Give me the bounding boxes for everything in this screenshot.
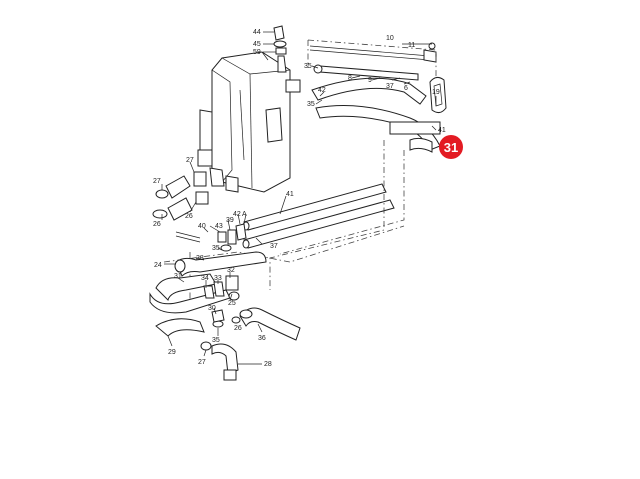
label-24: 24 xyxy=(154,262,162,269)
badge-circle xyxy=(439,135,463,159)
upper-frame xyxy=(307,39,437,80)
label-37-b: 37 xyxy=(270,243,278,250)
label-19: 19 xyxy=(432,89,440,96)
label-11: 11 xyxy=(408,42,415,49)
label-10: 10 xyxy=(386,35,394,42)
label-6: 6 xyxy=(404,85,408,92)
label-32: 32 xyxy=(227,267,235,274)
label-42-b: 42 xyxy=(233,211,241,218)
label-30: 30 xyxy=(208,305,216,312)
label-34: 34 xyxy=(201,275,209,282)
label-36: 36 xyxy=(258,335,266,342)
label-38: 38 xyxy=(196,255,204,262)
long-pipes xyxy=(242,183,395,249)
highlight-badge[interactable]: 31 xyxy=(439,135,463,159)
bottom-hose xyxy=(200,341,239,381)
label-9: 9 xyxy=(368,77,372,84)
label-37: 37 xyxy=(386,83,394,90)
label-29: 29 xyxy=(168,349,176,356)
leader-lines xyxy=(161,31,437,365)
lower-hose-assembly xyxy=(149,273,240,314)
label-35: 35 xyxy=(304,63,312,70)
label-41-b: 41 xyxy=(286,191,294,198)
label-41: 41 xyxy=(438,127,446,134)
connection-frames xyxy=(163,140,405,300)
hose-29 xyxy=(155,309,225,337)
filler-cap xyxy=(273,25,287,73)
label-26: 26 xyxy=(153,221,161,228)
label-26-c: 26 xyxy=(234,325,242,332)
upper-pipe xyxy=(311,64,441,153)
label-25: 25 xyxy=(228,300,236,307)
label-39: 39 xyxy=(226,217,234,224)
badge-label: 31 xyxy=(444,140,458,155)
label-45: 45 xyxy=(253,41,261,48)
dipstick-rod xyxy=(309,42,437,63)
label-42: 42 xyxy=(318,87,326,94)
label-59: 59 xyxy=(253,49,261,56)
label-35-b: 35 xyxy=(307,101,315,108)
label-35-c: 35 xyxy=(212,245,220,252)
label-27-b: 27 xyxy=(186,157,194,164)
part-labels: 44 45 59 10 11 35 8 9 37 6 42 35 19 41 2… xyxy=(153,29,446,368)
label-27: 27 xyxy=(153,178,161,185)
oil-tank xyxy=(197,51,301,193)
label-8: 8 xyxy=(348,75,352,82)
label-27-c: 27 xyxy=(198,359,206,366)
label-31: 31 xyxy=(174,273,182,280)
small-fittings xyxy=(217,223,247,252)
label-44: 44 xyxy=(253,29,261,36)
label-26-b: 26 xyxy=(185,213,193,220)
label-40: 40 xyxy=(198,223,206,230)
label-33: 33 xyxy=(214,275,222,282)
hose-36 xyxy=(231,307,301,341)
label-28: 28 xyxy=(264,361,272,368)
left-fittings xyxy=(152,171,209,243)
middle-hose xyxy=(174,251,267,277)
label-43: 43 xyxy=(215,223,223,230)
label-a: A xyxy=(242,211,247,218)
ring-clamp xyxy=(429,76,447,114)
label-35-d: 35 xyxy=(212,337,220,344)
